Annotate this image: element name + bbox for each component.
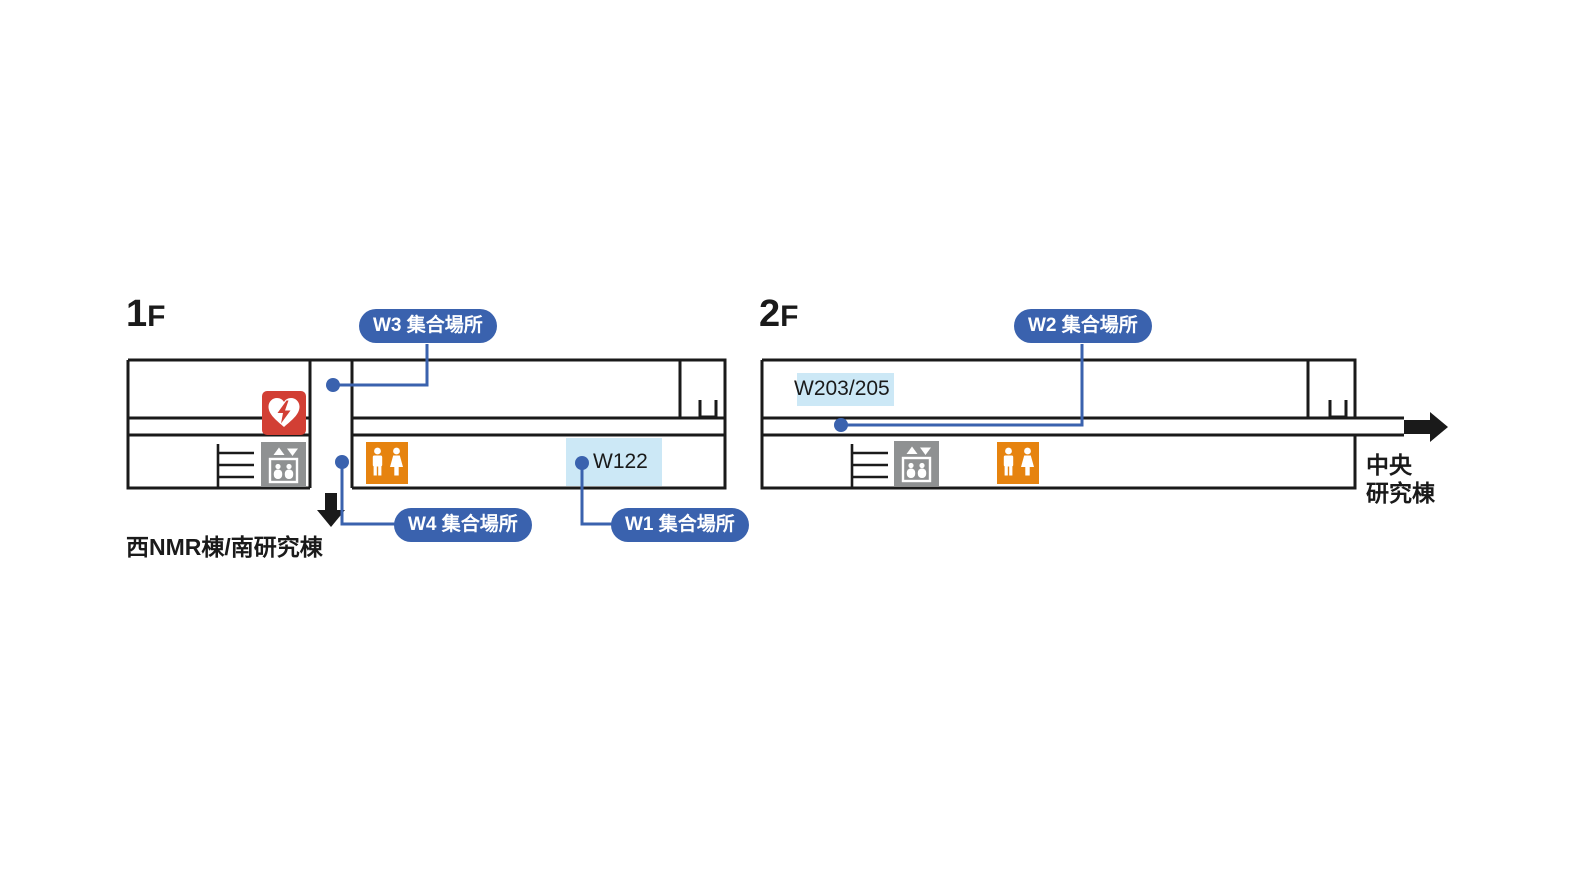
floor2-exit-line2: 研究棟 bbox=[1366, 480, 1435, 506]
floor1-label-suffix: F bbox=[147, 300, 166, 333]
floor2-label-suffix: F bbox=[780, 300, 799, 333]
room-w203-highlight bbox=[797, 373, 894, 406]
floor2-exit-label: 中央 研究棟 bbox=[1366, 451, 1435, 507]
floor1-label-number: 1 bbox=[126, 293, 148, 335]
floor2-door-detail bbox=[1328, 400, 1348, 419]
w1-connector bbox=[575, 456, 612, 526]
assembly-badge-w2: W2 集合場所 bbox=[1014, 309, 1152, 343]
w4-connector bbox=[335, 455, 396, 526]
w3-connector bbox=[326, 344, 429, 392]
aed-icon bbox=[262, 391, 306, 435]
restroom-icon bbox=[997, 442, 1039, 484]
stairs-icon bbox=[216, 442, 256, 489]
room-label-w122: W122 bbox=[593, 450, 648, 473]
floor1-door-detail bbox=[698, 400, 718, 419]
down-arrow-icon bbox=[317, 493, 345, 527]
w2-connector bbox=[834, 344, 1084, 432]
right-arrow-icon bbox=[1404, 412, 1448, 442]
floor2-label: 2F bbox=[759, 293, 798, 336]
elevator-icon bbox=[892, 439, 941, 488]
assembly-badge-w1: W1 集合場所 bbox=[611, 508, 749, 542]
room-label-w203-205: W203/205 bbox=[794, 377, 890, 400]
assembly-badge-w3: W3 集合場所 bbox=[359, 309, 497, 343]
floor1-exit-label: 西NMR棟/南研究棟 bbox=[126, 534, 323, 560]
floor2-exit-line1: 中央 bbox=[1366, 452, 1412, 478]
floor1-label: 1F bbox=[126, 293, 165, 336]
floor2-label-number: 2 bbox=[759, 293, 781, 335]
floor1-walls bbox=[126, 358, 727, 490]
restroom-icon bbox=[366, 442, 408, 484]
stairs-icon bbox=[850, 442, 890, 489]
assembly-badge-w4: W4 集合場所 bbox=[394, 508, 532, 542]
elevator-icon bbox=[259, 440, 308, 489]
